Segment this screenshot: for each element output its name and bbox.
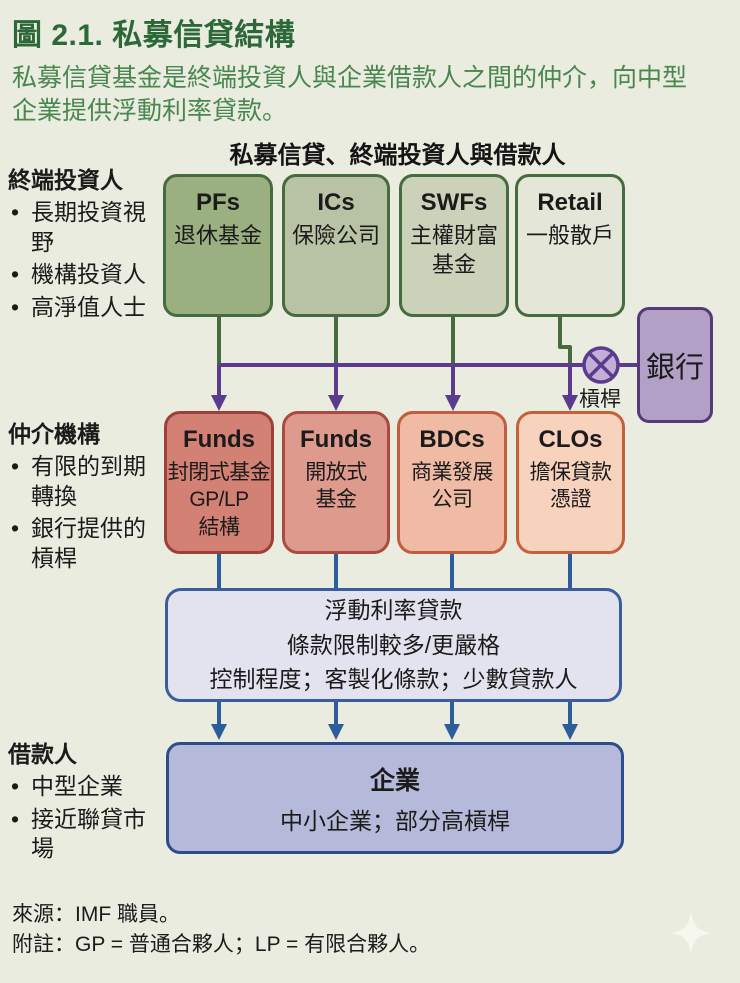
intermediaries-bullets: 有限的到期轉換 銀行提供的槓桿 (8, 452, 164, 573)
borrowers-heading: 借款人 (8, 741, 77, 767)
box-label: 保險公司 (291, 223, 380, 248)
bullet-item: 中型企業 (8, 772, 164, 802)
box-closed-end-funds: Funds 封閉式基金 GP/LP 結構 (164, 411, 274, 554)
box-label: 一般散戶 (525, 223, 614, 248)
bank-label: 銀行 (645, 352, 704, 384)
box-loan-terms: 浮動利率貸款 條款限制較多/更嚴格 控制程度；客製化條款；少數貸款人 (165, 588, 622, 702)
box-abbr: ICs (317, 189, 355, 216)
box-business-development-companies: BDCs 商業發展 公司 (397, 411, 507, 554)
box-sovereign-wealth-funds: SWFs 主權財富 基金 (399, 174, 509, 317)
box-abbr: SWFs (420, 189, 488, 216)
bullet-item: 長期投資視野 (8, 198, 164, 257)
box-pension-funds: PFs 退休基金 (163, 174, 273, 317)
navy-arrowheads (211, 724, 578, 740)
borrowers-label-block: 借款人 中型企業 接近聯貸市場 (8, 740, 164, 864)
box-bank: 銀行 (637, 307, 713, 423)
figure-subtitle: 私募信貸基金是終端投資人與企業借款人之間的仲介，向中型企業提供浮動利率貸款。 (12, 64, 688, 125)
box-label: 主權財富 基金 (409, 223, 498, 277)
source-line: 來源：IMF 職員。 (12, 903, 180, 926)
box-retail-investors: Retail 一般散戶 (515, 174, 625, 317)
bullet-item: 高淨值人士 (8, 293, 164, 323)
box-label: 開放式 基金 (305, 461, 367, 512)
box-insurance-companies: ICs 保險公司 (282, 174, 390, 317)
figure-title: 圖 2.1. 私募信貸結構 (12, 19, 296, 52)
bullet-item: 機構投資人 (8, 260, 164, 290)
intermediary-to-loans-navy-lines (217, 552, 572, 727)
box-label: 擔保貸款 憑證 (529, 461, 613, 512)
box-abbr: Retail (537, 189, 603, 216)
diagram-title: 私募信貸、終端投資人與借款人 (229, 142, 566, 169)
leverage-label: 槓桿 (579, 388, 621, 411)
bank-leverage-purple-lines (217, 363, 640, 398)
bullet-item: 有限的到期轉換 (8, 452, 164, 511)
box-label: 商業發展 公司 (411, 461, 494, 512)
box-open-end-funds: Funds 開放式 基金 (282, 411, 390, 554)
bullet-item: 接近聯貸市場 (8, 805, 164, 864)
investor-to-intermediary-green-lines (217, 314, 572, 365)
end-investors-bullets: 長期投資視野 機構投資人 高淨值人士 (8, 198, 164, 322)
box-label: 封閉式基金 GP/LP 結構 (167, 461, 271, 539)
bullet-item: 銀行提供的槓桿 (8, 514, 164, 573)
box-label: 退休基金 (173, 223, 262, 248)
box-abbr: Funds (183, 426, 255, 453)
leverage-crossed-circle-icon (582, 346, 620, 384)
firms-title: 企業 (369, 766, 420, 795)
box-collateralized-loan-obligations: CLOs 擔保貸款 憑證 (516, 411, 625, 554)
box-abbr: Funds (300, 426, 372, 453)
intermediaries-label-block: 仲介機構 有限的到期轉換 銀行提供的槓桿 (8, 420, 164, 573)
end-investors-label-block: 終端投資人 長期投資視野 機構投資人 高淨值人士 (8, 166, 164, 323)
box-firms: 企業 中小企業；部分高槓桿 (166, 742, 624, 854)
intermediaries-heading: 仲介機構 (8, 421, 100, 447)
loan-terms-text: 浮動利率貸款 條款限制較多/更嚴格 控制程度；客製化條款；少數貸款人 (209, 597, 578, 693)
note-line: 附註：GP = 普通合夥人；LP = 有限合夥人。 (12, 933, 431, 957)
borrowers-bullets: 中型企業 接近聯貸市場 (8, 772, 164, 863)
box-abbr: PFs (195, 189, 240, 216)
box-abbr: CLOs (538, 426, 603, 453)
firms-subtitle: 中小企業；部分高槓桿 (280, 807, 510, 834)
sparkle-icon (671, 912, 711, 954)
figure-footer: 來源：IMF 職員。 附註：GP = 普通合夥人；LP = 有限合夥人。 (12, 900, 430, 961)
purple-arrowheads (211, 395, 578, 411)
box-abbr: BDCs (419, 426, 485, 453)
end-investors-heading: 終端投資人 (8, 167, 123, 193)
